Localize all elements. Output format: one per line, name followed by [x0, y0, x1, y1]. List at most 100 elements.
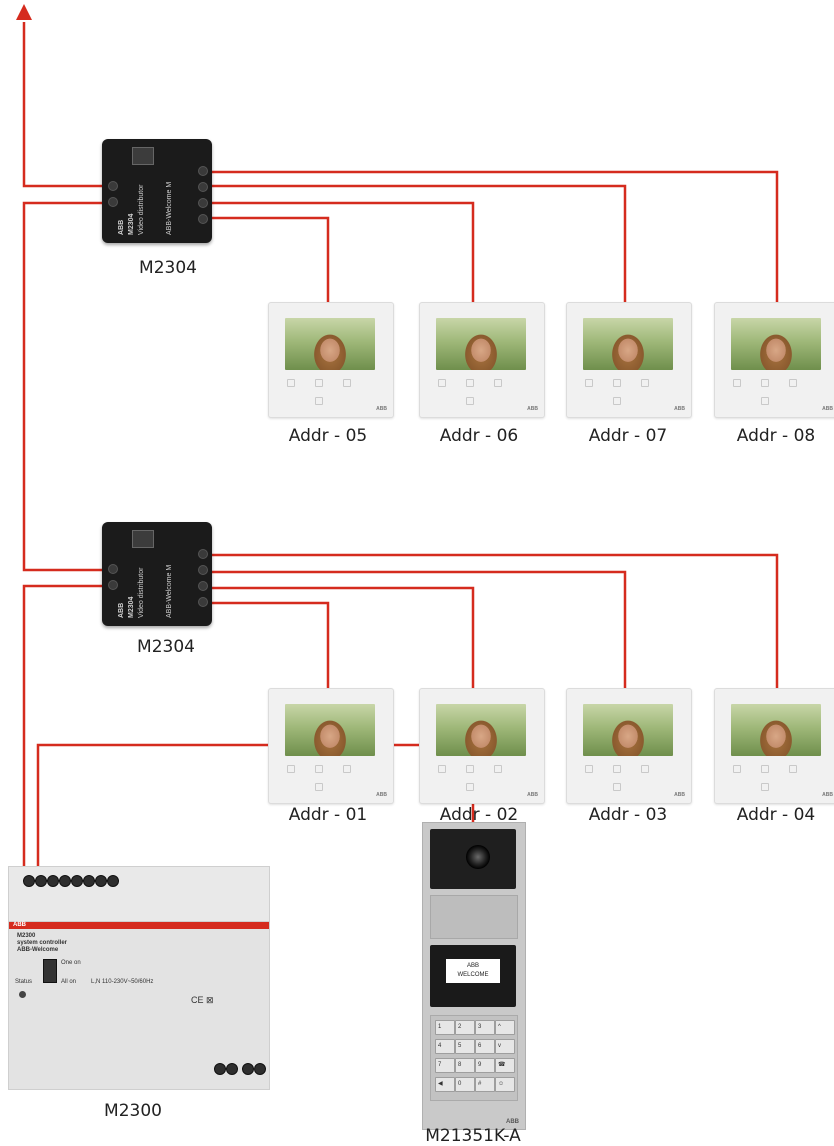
distributor-line: ABB-Welcome M: [166, 564, 173, 618]
terminal: [47, 875, 59, 887]
wire-addr-05: [212, 216, 330, 302]
monitor-brand: ABB: [822, 406, 833, 412]
door-button-icon: [613, 397, 621, 405]
keypad-key[interactable]: ☺: [495, 1077, 515, 1092]
terminal: [59, 875, 71, 887]
power-terminal: [254, 1063, 266, 1075]
monitor-brand: ABB: [674, 792, 685, 798]
menu-button-icon: [761, 765, 769, 773]
terminal: [198, 565, 208, 575]
menu-button-icon: [761, 379, 769, 387]
power-terminal: [242, 1063, 254, 1075]
wire-lower-in: [22, 584, 112, 900]
monitor-address-label: Addr - 02: [439, 805, 519, 825]
speaker-module: [430, 895, 518, 939]
keypad-key[interactable]: 1: [435, 1020, 455, 1035]
keypad-key[interactable]: 6: [475, 1039, 495, 1054]
controller-label: M2300: [104, 1101, 162, 1121]
door-button-icon: [315, 397, 323, 405]
keypad-key[interactable]: 9: [475, 1058, 495, 1073]
monitor-screen: [436, 704, 526, 756]
monitor-address-label: Addr - 08: [736, 426, 816, 446]
terminal: [198, 166, 208, 176]
terminal: [35, 875, 47, 887]
red-wires: [22, 22, 779, 900]
terminal: [198, 198, 208, 208]
wire-addr-08: [212, 170, 779, 302]
terminal: [107, 875, 119, 887]
monitor-address-label: Addr - 01: [288, 805, 368, 825]
wire-addr-02: [212, 586, 475, 688]
camera-lens-icon: [466, 845, 490, 869]
menu-button-icon: [641, 379, 649, 387]
keypad-key[interactable]: 3: [475, 1020, 495, 1035]
menu-button-icon: [343, 765, 351, 773]
keypad-key[interactable]: 8: [455, 1058, 475, 1073]
controller-line: ABB-Welcome: [17, 947, 59, 953]
keypad: 1 2 3 ^ 4 5 6 v 7 8 9 ☎ ◀ 0 # ☺: [430, 1015, 518, 1101]
terminal: [95, 875, 107, 887]
dip-switch: [132, 147, 154, 165]
panel-display: ABB WELCOME: [446, 959, 500, 983]
indoor-monitor: ABB: [714, 688, 834, 804]
keypad-key[interactable]: ☎: [495, 1058, 515, 1073]
keypad-key[interactable]: 0: [455, 1077, 475, 1092]
keypad-key[interactable]: #: [475, 1077, 495, 1092]
monitor-brand: ABB: [376, 792, 387, 798]
keypad-key[interactable]: ◀: [435, 1077, 455, 1092]
display-line2: WELCOME: [457, 972, 489, 978]
monitor-brand: ABB: [527, 406, 538, 412]
wire-upper-in: [22, 201, 112, 572]
panel-brand: ABB: [506, 1119, 519, 1125]
indoor-monitor: ABB: [419, 688, 545, 804]
keypad-key[interactable]: 2: [455, 1020, 475, 1035]
menu-button-icon: [789, 379, 797, 387]
door-button-icon: [613, 783, 621, 791]
video-distributor-upper: ABB M2304 Video distributor ABB-Welcome …: [102, 139, 212, 243]
menu-button-icon: [343, 379, 351, 387]
door-button-icon: [466, 397, 474, 405]
terminal: [108, 197, 118, 207]
wire-riser-out: [22, 22, 112, 188]
menu-button-icon: [789, 765, 797, 773]
one-on-label: One on: [61, 960, 81, 966]
controller-model: M2300: [17, 933, 36, 939]
indoor-monitor: ABB: [268, 302, 394, 418]
brand-stripe: ABB: [9, 922, 269, 929]
power-terminal: [226, 1063, 238, 1075]
monitor-brand: ABB: [674, 406, 685, 412]
indoor-monitor: ABB: [419, 302, 545, 418]
door-button-icon: [466, 783, 474, 791]
status-led-icon: [19, 991, 26, 998]
terminal-block: [9, 867, 269, 922]
monitor-screen: [285, 704, 375, 756]
terminal: [108, 580, 118, 590]
monitor-screen: [436, 318, 526, 370]
indoor-monitor: ABB: [268, 688, 394, 804]
door-button-icon: [761, 397, 769, 405]
menu-button-icon: [466, 765, 474, 773]
distributor-lower-label: M2304: [137, 637, 195, 657]
wire-door-panel: [36, 743, 475, 880]
keypad-key[interactable]: 4: [435, 1039, 455, 1054]
keypad-key[interactable]: 5: [455, 1039, 475, 1054]
terminal: [108, 564, 118, 574]
display-line1: ABB: [466, 963, 479, 969]
call-button-icon: [438, 379, 446, 387]
keypad-key[interactable]: ^: [495, 1020, 515, 1035]
indoor-monitor: ABB: [566, 302, 692, 418]
mode-switch[interactable]: [43, 959, 57, 983]
distributor-brand: ABB: [118, 602, 125, 618]
wire-addr-04: [212, 553, 779, 688]
menu-button-icon: [494, 765, 502, 773]
monitor-address-label: Addr - 03: [588, 805, 668, 825]
indoor-monitor: ABB: [566, 688, 692, 804]
monitor-screen: [583, 318, 673, 370]
keypad-key[interactable]: 7: [435, 1058, 455, 1073]
keypad-key[interactable]: v: [495, 1039, 515, 1054]
call-button-icon: [733, 765, 741, 773]
terminal: [108, 181, 118, 191]
menu-button-icon: [315, 379, 323, 387]
dip-switch: [132, 530, 154, 548]
